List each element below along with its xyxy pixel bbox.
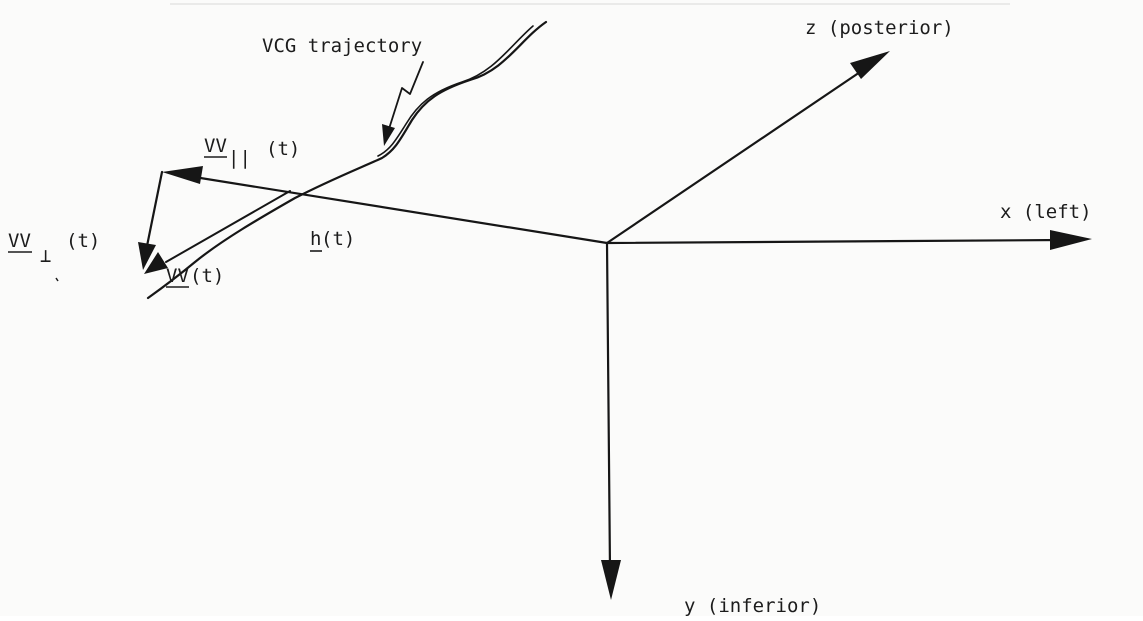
label-vv-parallel-symbol: VV — [204, 135, 227, 157]
axis-y — [601, 241, 621, 600]
speck-mark — [55, 277, 59, 282]
axis-z — [605, 51, 890, 245]
axis-y-line — [605, 241, 612, 572]
label-vv-parallel-argument: (t) — [266, 138, 300, 160]
vector-h-arrowhead — [162, 166, 203, 184]
axis-z-line — [605, 66, 868, 245]
vector-vv-perp — [138, 170, 164, 270]
axis-x-line — [605, 238, 1064, 245]
label-vv-perp-symbol: VV — [8, 230, 31, 252]
vector-h-line — [186, 174, 609, 245]
label-x-axis: x (left) — [1000, 201, 1092, 223]
label-vv-perp: VV ⊥ (t) — [8, 230, 100, 282]
axis-y-arrowhead — [601, 560, 621, 600]
vector-vv-line — [165, 190, 291, 263]
label-vv-symbol: VV — [166, 265, 189, 287]
label-h: h (t) — [310, 228, 355, 252]
label-vv-argument: (t) — [190, 265, 224, 287]
trajectory-pointer — [382, 61, 424, 146]
vector-h — [162, 166, 609, 245]
vector-vv-perp-line — [145, 170, 164, 248]
vector-vv-arrowhead — [144, 252, 168, 274]
vector-vv — [144, 190, 291, 274]
axis-z-arrowhead — [850, 51, 890, 79]
trajectory-pointer-arrowhead — [382, 124, 395, 146]
label-vv-perp-argument: (t) — [66, 230, 100, 252]
trajectory-pointer-line — [387, 61, 424, 133]
vcg-trajectory-curve — [146, 20, 548, 300]
label-vv-perp-subscript: ⊥ — [40, 245, 51, 267]
label-vcg-trajectory: VCG trajectory — [262, 35, 422, 57]
axis-x — [605, 230, 1092, 250]
label-z-axis: z (posterior) — [805, 17, 954, 39]
axis-x-arrowhead — [1050, 230, 1092, 250]
label-vv-parallel: VV || (t) — [204, 135, 300, 169]
label-h-argument: (t) — [321, 228, 355, 250]
label-y-axis: y (inferior) — [684, 595, 821, 616]
label-h-symbol: h — [310, 228, 321, 250]
label-vv-parallel-subscript: || — [228, 147, 251, 169]
vector-vv-perp-arrowhead — [138, 242, 156, 270]
label-vv: VV (t) — [166, 265, 224, 288]
vcg-trajectory-curve-outer — [377, 25, 534, 157]
